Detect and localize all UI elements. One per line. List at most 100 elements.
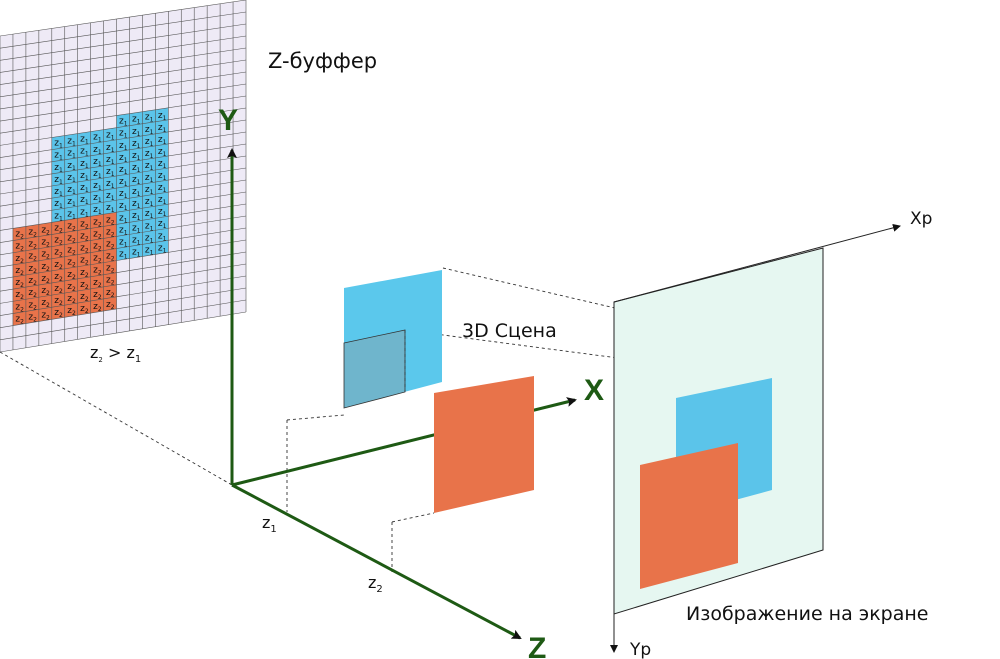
z2-cell-label: z2 bbox=[28, 240, 37, 251]
z2-marker-label: z2 bbox=[368, 573, 383, 595]
z-axis bbox=[231, 483, 522, 640]
grid-line-horizontal bbox=[0, 227, 247, 268]
z1-cell bbox=[155, 107, 169, 122]
z2-cell-label: z2 bbox=[93, 278, 102, 289]
z1-cell bbox=[129, 208, 143, 223]
z1-cell-label: z1 bbox=[132, 187, 141, 198]
z1-cell-label: z1 bbox=[132, 139, 141, 150]
z1-cell-label: z1 bbox=[106, 191, 115, 202]
z1-cell bbox=[155, 192, 169, 207]
z1-cell bbox=[129, 147, 143, 162]
z1-cell-label: z1 bbox=[119, 177, 128, 188]
z2-cell-label: z2 bbox=[54, 236, 63, 247]
z1-cell-label: z1 bbox=[67, 185, 76, 196]
z1-cell bbox=[155, 155, 169, 170]
z2-cell bbox=[77, 252, 91, 267]
z2-cell bbox=[90, 286, 104, 301]
z1-cell bbox=[103, 200, 117, 215]
z1-cell bbox=[142, 242, 156, 257]
z1-cell bbox=[77, 155, 91, 170]
z1-cell bbox=[155, 216, 169, 231]
z2-cell bbox=[25, 236, 39, 251]
z1-cell-label: z1 bbox=[80, 171, 89, 182]
z2-cell bbox=[64, 230, 78, 245]
z2-cell-label: z2 bbox=[67, 233, 76, 244]
z1-cell bbox=[64, 169, 78, 184]
z2-cell-label: z2 bbox=[93, 290, 102, 301]
z1-cell-label: z1 bbox=[67, 137, 76, 148]
z1-cell bbox=[142, 133, 156, 148]
z2-cell bbox=[25, 297, 39, 312]
grid-line-horizontal bbox=[0, 275, 247, 316]
z2-cell bbox=[38, 270, 52, 286]
z2-cell-label: z2 bbox=[41, 250, 50, 261]
z2-bracket-top bbox=[391, 512, 435, 523]
z2-cell-label: z2 bbox=[54, 260, 63, 271]
z2-cell-label: z2 bbox=[54, 284, 63, 295]
z1-cell bbox=[51, 159, 65, 174]
z2-cell-label: z2 bbox=[93, 254, 102, 265]
z1-cell bbox=[142, 218, 156, 233]
z2-cell bbox=[90, 250, 104, 265]
grid-to-origin-line bbox=[0, 351, 233, 486]
z2-cell-label: z2 bbox=[41, 225, 50, 236]
z1-cell bbox=[155, 180, 169, 195]
z1-cell-label: z1 bbox=[158, 219, 167, 230]
z2-cell-label: z2 bbox=[93, 217, 102, 228]
z1-cell-label: z1 bbox=[80, 183, 89, 194]
z1-cell bbox=[90, 202, 104, 217]
z2-cell bbox=[51, 232, 65, 247]
z1-cell-label: z1 bbox=[93, 157, 102, 168]
z1-cell bbox=[129, 220, 143, 235]
z1-cell bbox=[142, 230, 156, 245]
z1-cell bbox=[51, 147, 65, 162]
z2-cell bbox=[77, 288, 91, 304]
z1-cell bbox=[155, 240, 169, 255]
z2-cell-label: z2 bbox=[106, 239, 115, 250]
grid-line-horizontal bbox=[0, 203, 247, 243]
z1-cell-label: z1 bbox=[54, 211, 63, 222]
z2-cell-label: z2 bbox=[54, 223, 63, 234]
z1-cell bbox=[142, 182, 156, 197]
z2-cell-label: z2 bbox=[54, 296, 63, 307]
z1-cell-label: z1 bbox=[132, 163, 141, 174]
z1-cell bbox=[103, 139, 117, 154]
z1-cell-label: z1 bbox=[80, 207, 89, 218]
z1-cell-label: z1 bbox=[106, 203, 115, 214]
z2-cell-label: z2 bbox=[15, 314, 24, 325]
z1-cell bbox=[77, 192, 91, 207]
z2-cell bbox=[51, 280, 65, 296]
z2-cell-label: z2 bbox=[106, 264, 115, 275]
z2-cell-label: z2 bbox=[41, 298, 50, 309]
z1-cell bbox=[129, 135, 143, 150]
z1-cell-label: z1 bbox=[119, 129, 128, 140]
z1-cell bbox=[116, 161, 130, 176]
x-axis-label: X bbox=[584, 374, 604, 407]
grid-line-horizontal bbox=[0, 35, 247, 73]
scene-overlap-region bbox=[343, 329, 406, 409]
grid-line-horizontal bbox=[0, 131, 247, 170]
z1-cell bbox=[77, 204, 91, 219]
z2-cell-label: z2 bbox=[106, 276, 115, 287]
z1-cell bbox=[51, 196, 65, 211]
grid-line-horizontal bbox=[0, 191, 247, 231]
z2-cell-label: z2 bbox=[54, 248, 63, 259]
z1-cell bbox=[129, 123, 143, 138]
z2-cell bbox=[64, 254, 78, 269]
z1-cell bbox=[51, 171, 65, 186]
xp-axis-label: Xp bbox=[910, 209, 932, 229]
z2-cell bbox=[51, 293, 65, 308]
grid-line-horizontal bbox=[0, 251, 247, 292]
z2-cell bbox=[38, 234, 52, 249]
screen-label: Изображение на экране bbox=[686, 603, 929, 625]
z1-cell-label: z1 bbox=[54, 175, 63, 186]
z2-cell-label: z2 bbox=[67, 221, 76, 232]
z1-cell bbox=[142, 157, 156, 172]
z1-cell-label: z1 bbox=[119, 141, 128, 152]
z1-cell bbox=[90, 129, 104, 144]
z2-cell-label: z2 bbox=[93, 229, 102, 240]
z1-cell-label: z1 bbox=[93, 181, 102, 192]
z1-cell-label: z1 bbox=[145, 197, 154, 208]
